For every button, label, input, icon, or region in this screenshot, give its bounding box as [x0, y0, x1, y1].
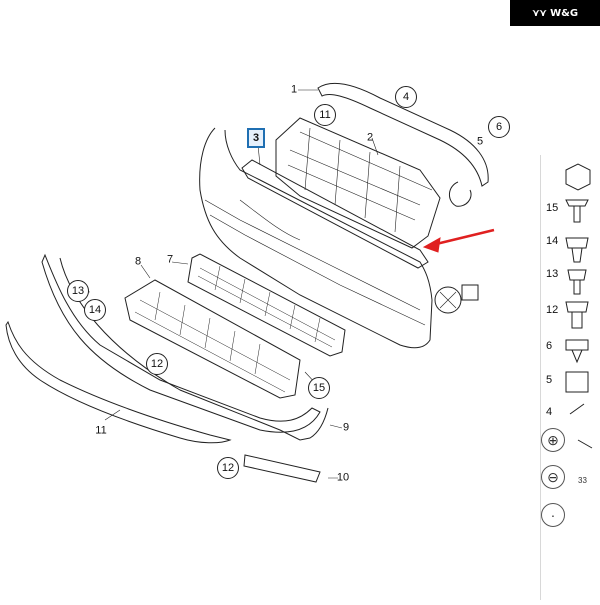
zoom-out-icon: ⊖	[547, 468, 559, 485]
callout-14: 14	[84, 299, 106, 321]
callout-11-bottom: 11	[95, 424, 107, 437]
fastener-icon-5	[565, 371, 589, 393]
panel-label-15: 15	[546, 202, 559, 214]
part-round-cap	[449, 181, 472, 207]
callout-6: 6	[488, 116, 510, 138]
panel-label-13: 13	[546, 268, 559, 280]
zoom-in-button[interactable]: ⊕	[541, 428, 565, 452]
part-reinforcement	[275, 117, 441, 249]
part-grille-upper	[187, 253, 346, 357]
fastener-icon-top	[565, 163, 591, 191]
callout-12-bottom: 12	[217, 457, 239, 479]
callout-1: 1	[290, 83, 298, 96]
fastener-icon-4	[569, 403, 593, 449]
fastener-icon-13	[567, 269, 587, 295]
fastener-icon-15	[565, 199, 589, 223]
fastener-icon-14	[565, 237, 589, 263]
callout-9: 9	[342, 421, 350, 434]
callout-12-mid: 12	[146, 353, 168, 375]
part-grille-upper-mesh	[197, 265, 336, 348]
reset-view-icon: ·	[550, 507, 556, 523]
part-reinforcement-ribs	[287, 127, 433, 233]
callout-4: 4	[395, 86, 417, 108]
part-emblem	[434, 286, 462, 314]
part-bumper-cover	[199, 127, 433, 349]
callout-2: 2	[366, 131, 374, 144]
leader-lines	[69, 89, 379, 479]
fastener-icon-12	[565, 301, 589, 329]
reset-view-button[interactable]: ·	[541, 503, 565, 527]
panel-label-14: 14	[546, 235, 559, 247]
callout-7: 7	[166, 253, 174, 266]
part-small-strip	[243, 454, 321, 483]
callout-15: 15	[308, 377, 330, 399]
callout-3-highlighted: 3	[247, 128, 265, 148]
part-lower-lip	[5, 320, 232, 444]
part-impact-bracket	[241, 159, 429, 269]
panel-label-4: 4	[546, 406, 553, 418]
part-upper-trim	[317, 82, 489, 187]
part-small-bracket	[461, 284, 479, 301]
panel-label-6: 6	[546, 340, 553, 352]
watermark-badge: ⋎⋎ W&G	[510, 0, 600, 26]
callout-10: 10	[336, 471, 350, 484]
part-bumper-cover-inner	[204, 199, 426, 326]
part-lower-strip	[41, 253, 321, 433]
callout-13: 13	[67, 280, 89, 302]
panel-label-12: 12	[546, 304, 559, 316]
part-emblem-cross	[439, 291, 457, 309]
badge-text: W&G	[550, 7, 579, 19]
callout-5: 5	[476, 135, 484, 148]
red-arrow-head	[422, 237, 441, 253]
zoom-in-icon: ⊕	[547, 431, 559, 448]
fastener-side-panel	[540, 155, 600, 600]
part-grille-lower-mesh	[134, 291, 291, 393]
red-arrow	[431, 228, 495, 247]
panel-label-5: 5	[546, 374, 553, 386]
wing-logo: ⋎⋎	[531, 7, 547, 19]
panel-page-number: 33	[578, 476, 587, 485]
fastener-icon-6	[565, 339, 589, 364]
callout-8: 8	[134, 255, 142, 268]
zoom-out-button[interactable]: ⊖	[541, 465, 565, 489]
part-grille-lower	[124, 279, 301, 399]
callout-11-top: 11	[314, 104, 336, 126]
